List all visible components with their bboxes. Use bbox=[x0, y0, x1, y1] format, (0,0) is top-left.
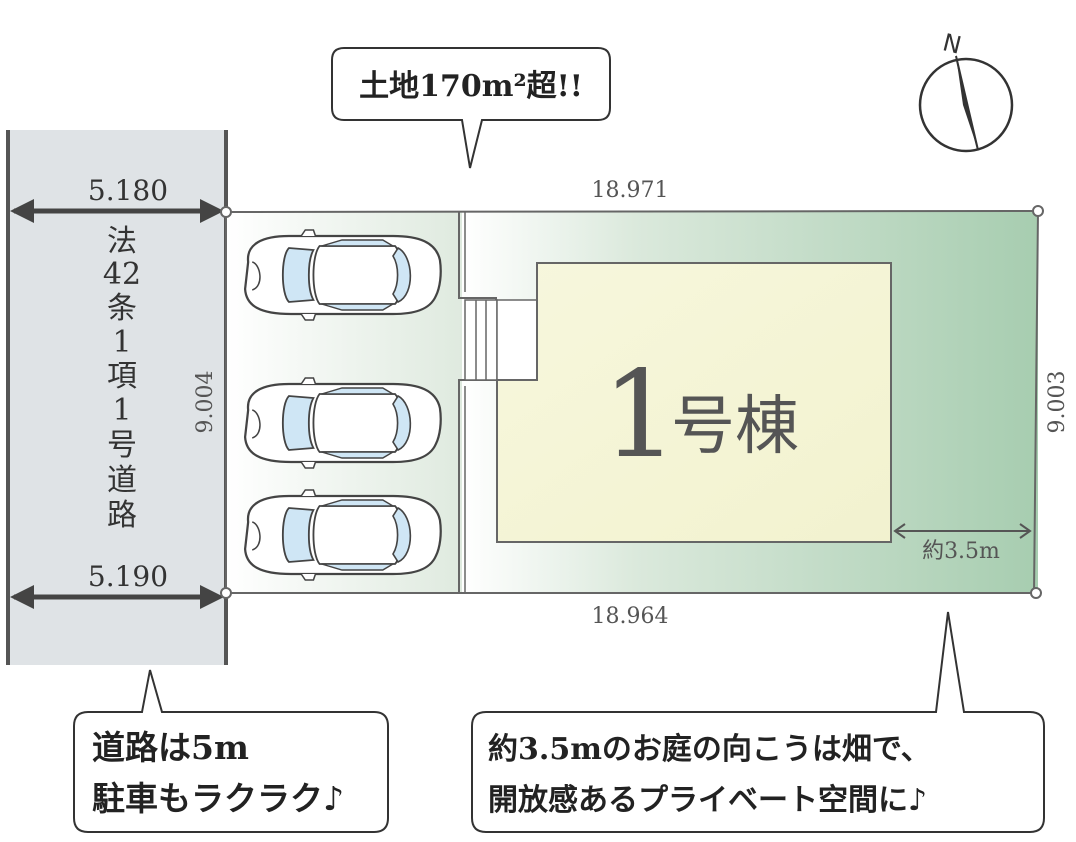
svg-text:条: 条 bbox=[107, 291, 137, 326]
svg-text:42: 42 bbox=[103, 257, 141, 292]
car-icon bbox=[243, 376, 442, 470]
road-note-line2: 駐車もラクラク♪ bbox=[92, 779, 344, 818]
north-arrow-icon bbox=[918, 55, 1014, 153]
svg-text:道: 道 bbox=[107, 463, 137, 498]
car-icon bbox=[243, 488, 442, 582]
land-area-callout bbox=[331, 47, 611, 169]
car-icon bbox=[243, 228, 442, 322]
lot-left-depth: 9.004 bbox=[193, 371, 218, 434]
svg-text:項: 項 bbox=[107, 359, 137, 394]
arrow-icon bbox=[10, 199, 224, 223]
road-width-bottom: 5.190 bbox=[88, 560, 168, 593]
road-width-top: 5.180 bbox=[88, 174, 168, 207]
road-note-callout bbox=[73, 669, 389, 833]
svg-text:路: 路 bbox=[107, 498, 137, 533]
garden-depth: 約3.5m bbox=[922, 539, 1000, 564]
arrow-icon bbox=[10, 585, 224, 609]
svg-text:1: 1 bbox=[112, 393, 131, 428]
arrow-icon bbox=[893, 523, 1032, 539]
stairs-icon bbox=[464, 299, 538, 381]
lot-top-length: 18.971 bbox=[592, 178, 669, 203]
north-label: N bbox=[940, 28, 964, 60]
garden-note-line1: 約3.5mのお庭の向こうは畑で、 bbox=[488, 732, 931, 767]
building-suffix: 号棟 bbox=[671, 390, 799, 464]
lot-bottom-length: 18.964 bbox=[592, 604, 669, 629]
building-1 bbox=[496, 262, 892, 543]
land-area-text: 土地170m²超!! bbox=[359, 69, 583, 104]
road-vertical-label: 法 42 条 1 項 1 号 道 路 bbox=[103, 224, 141, 533]
svg-text:法: 法 bbox=[107, 224, 137, 259]
svg-text:号: 号 bbox=[107, 428, 137, 463]
svg-text:1: 1 bbox=[112, 325, 131, 360]
road-note-line1: 道路は5m bbox=[92, 728, 249, 767]
lot-right-depth: 9.003 bbox=[1045, 371, 1070, 434]
garden-note-line2: 開放感あるプライベート空間に♪ bbox=[488, 783, 927, 818]
garden-note-callout bbox=[471, 611, 1045, 833]
road-area bbox=[8, 130, 226, 665]
building-number: 1 bbox=[602, 346, 678, 485]
